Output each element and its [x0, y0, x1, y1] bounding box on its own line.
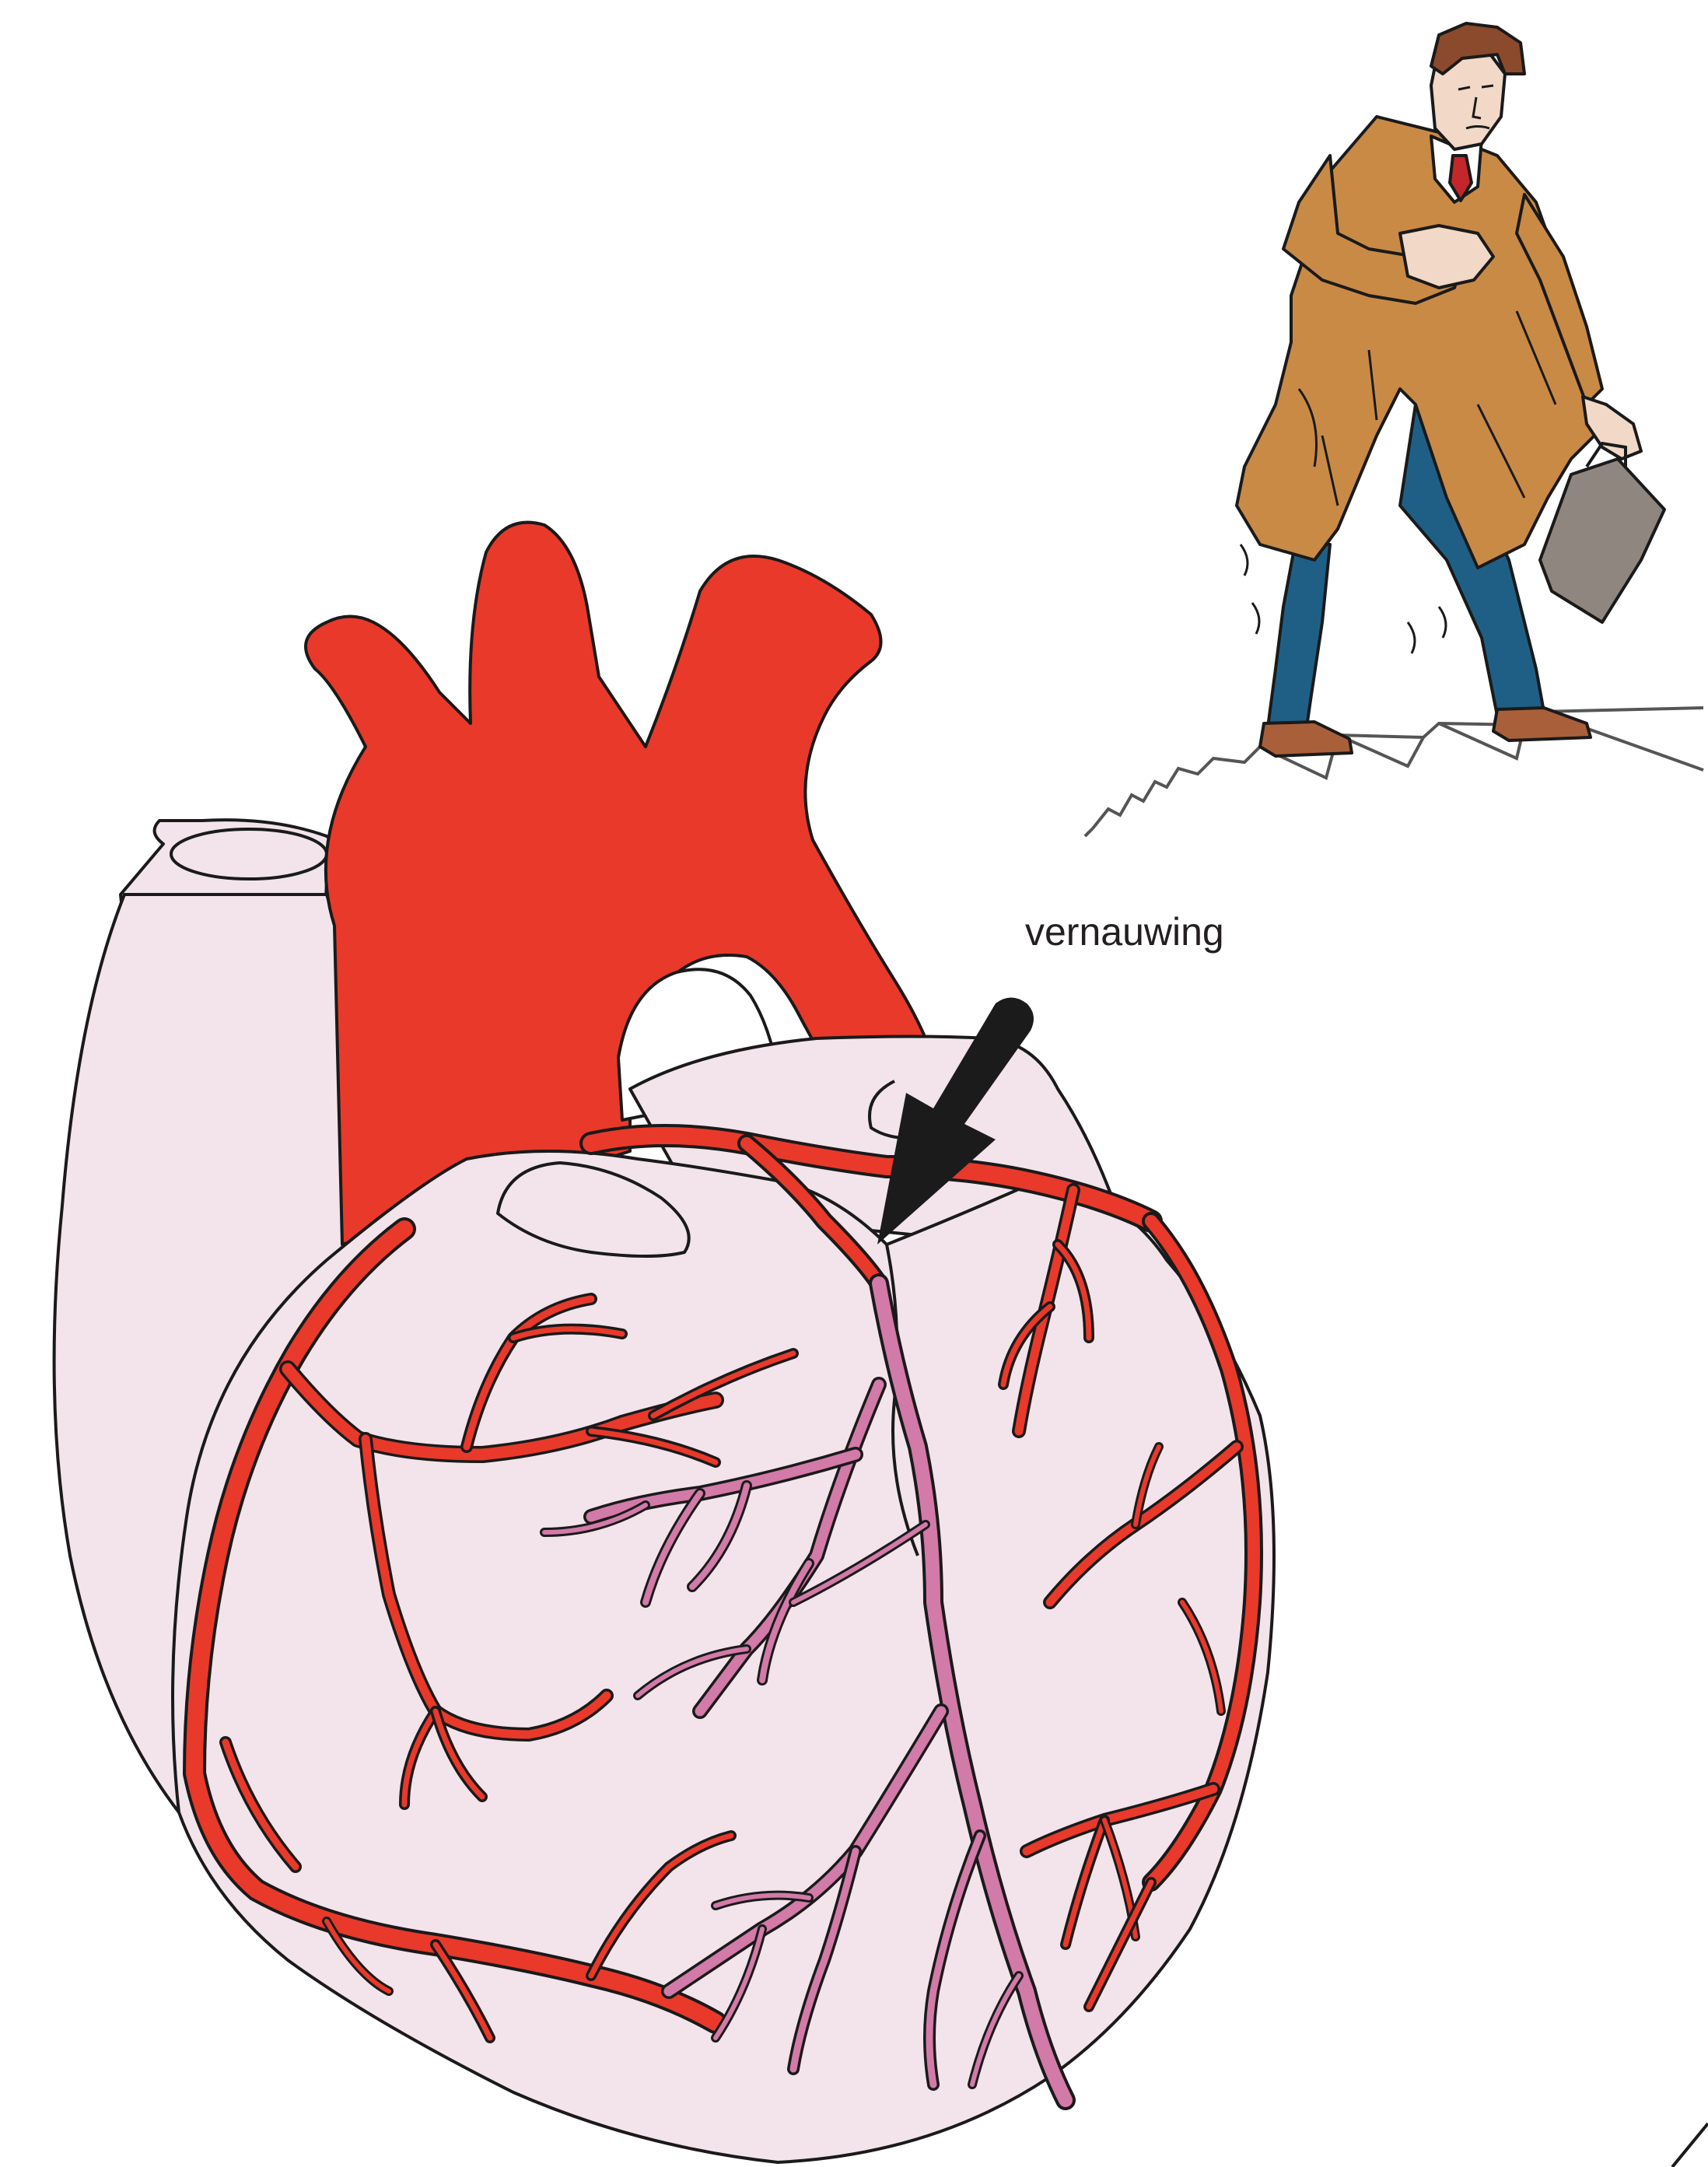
narrowing-label: vernauwing — [1025, 910, 1224, 954]
right-shoe — [1493, 708, 1591, 740]
corner-mark — [1672, 2123, 1708, 2167]
stairs — [1085, 708, 1703, 836]
heart — [54, 523, 1274, 2162]
hand-holding-briefcase — [1583, 397, 1641, 459]
vena-cava-opening — [171, 829, 327, 879]
briefcase — [1540, 459, 1664, 622]
man-with-chest-pain-illustration — [1085, 23, 1703, 836]
left-shoe — [1260, 722, 1352, 756]
motion-lines — [1241, 544, 1446, 653]
